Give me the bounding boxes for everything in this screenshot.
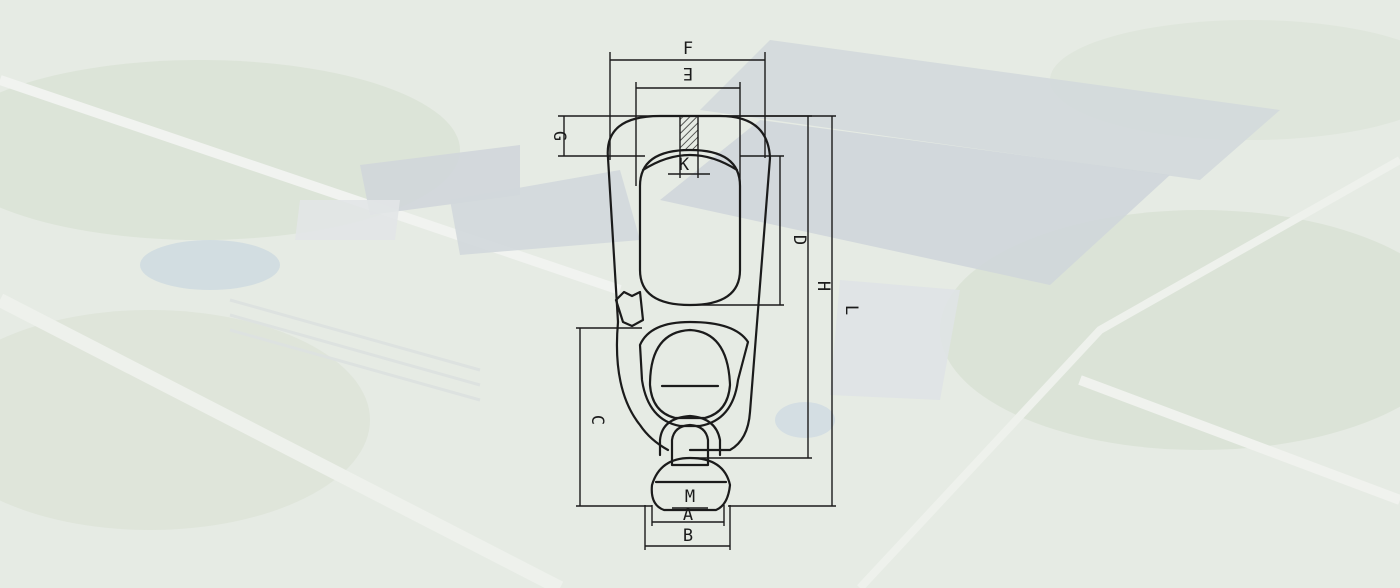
dimension-L: L: [720, 115, 861, 507]
hatched-pin-section: [679, 115, 699, 151]
label-B: B: [683, 526, 693, 546]
dimension-K: K: [668, 150, 710, 178]
dimension-E: E: [635, 63, 741, 186]
label-H: H: [813, 281, 833, 291]
eye-body-outline: [606, 114, 772, 452]
dimension-D: D: [690, 155, 809, 306]
label-G: G: [549, 131, 569, 141]
dimension-G: G: [549, 115, 680, 157]
dimension-B: B: [644, 505, 731, 550]
swivel-body-outline: [638, 320, 750, 512]
dimension-F: F: [609, 39, 766, 160]
label-M: M: [685, 487, 695, 507]
dimension-C: C: [576, 327, 652, 507]
label-E: E: [683, 63, 693, 83]
label-A: A: [683, 505, 693, 525]
dimension-A: A: [651, 505, 725, 526]
label-F: F: [683, 39, 693, 59]
label-C: C: [587, 415, 607, 425]
dimension-M: M: [672, 487, 708, 509]
label-D: D: [789, 235, 809, 245]
label-L: L: [841, 305, 861, 315]
label-K: K: [679, 155, 690, 175]
dimension-H: H: [690, 115, 833, 459]
